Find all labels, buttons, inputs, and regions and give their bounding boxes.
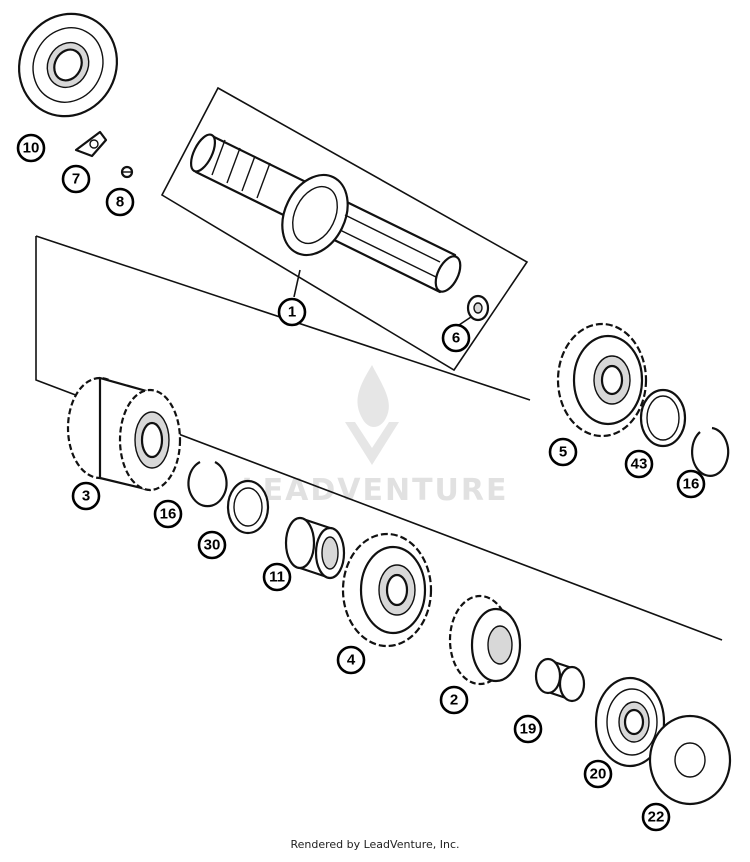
- washer-30: [226, 479, 270, 535]
- watermark: LEADVENTURE: [242, 365, 509, 508]
- callout-30: 30: [197, 530, 227, 560]
- callout-7: 7: [61, 164, 91, 194]
- callout-3: 3: [71, 481, 101, 511]
- callout-16-left: 16: [153, 499, 183, 529]
- callout-43: 43: [624, 449, 654, 479]
- svg-text:11: 11: [269, 569, 285, 586]
- callout-1: 1: [277, 297, 307, 327]
- washer-22: [648, 714, 732, 806]
- callout-22: 22: [641, 802, 671, 832]
- circlip-16-right: [691, 426, 730, 477]
- svg-text:7: 7: [72, 171, 80, 188]
- bushing-11: [284, 516, 346, 580]
- svg-text:2: 2: [450, 692, 458, 709]
- callout-20: 20: [583, 759, 613, 789]
- svg-text:43: 43: [631, 456, 648, 473]
- v-logo-icon: [345, 422, 399, 465]
- svg-text:3: 3: [82, 488, 90, 505]
- svg-text:22: 22: [648, 809, 665, 826]
- svg-text:30: 30: [204, 537, 221, 554]
- callout-11: 11: [262, 562, 292, 592]
- main-shaft-1: [189, 133, 462, 294]
- bearing-20: [594, 676, 666, 768]
- svg-text:8: 8: [116, 194, 124, 211]
- gear-2: [448, 594, 522, 686]
- svg-text:6: 6: [452, 330, 460, 347]
- flame-logo-icon: [357, 365, 389, 427]
- needle-bearing-6: [466, 294, 490, 322]
- svg-text:4: 4: [347, 652, 356, 669]
- svg-text:1: 1: [288, 304, 296, 321]
- svg-text:19: 19: [520, 721, 537, 738]
- gear-4: [341, 532, 433, 648]
- svg-text:16: 16: [683, 476, 700, 493]
- watermark-text: LEADVENTURE: [242, 473, 509, 508]
- bushing-19: [534, 657, 586, 703]
- callout-2: 2: [439, 685, 469, 715]
- svg-text:10: 10: [23, 140, 40, 157]
- svg-text:16: 16: [160, 506, 177, 523]
- callout-8: 8: [105, 187, 135, 217]
- double-gear-3: [66, 376, 182, 492]
- footer-credit: Rendered by LeadVenture, Inc.: [290, 838, 460, 851]
- callout-10: 10: [16, 133, 46, 163]
- callout-16-right: 16: [676, 469, 706, 499]
- washer-43: [639, 388, 687, 448]
- circlip-16-left: [187, 461, 228, 508]
- bracket-7: [74, 130, 108, 158]
- callout-6: 6: [441, 323, 471, 353]
- callout-5: 5: [548, 437, 578, 467]
- shaft-assembly-box: [160, 86, 529, 372]
- bearing-10: [17, 12, 119, 118]
- callout-4: 4: [336, 645, 366, 675]
- screw-8: [120, 165, 134, 179]
- gear-assembly-box: [35, 236, 723, 641]
- svg-text:5: 5: [559, 444, 567, 461]
- svg-text:20: 20: [590, 766, 607, 783]
- gear-5: [556, 322, 648, 438]
- callout-19: 19: [513, 714, 543, 744]
